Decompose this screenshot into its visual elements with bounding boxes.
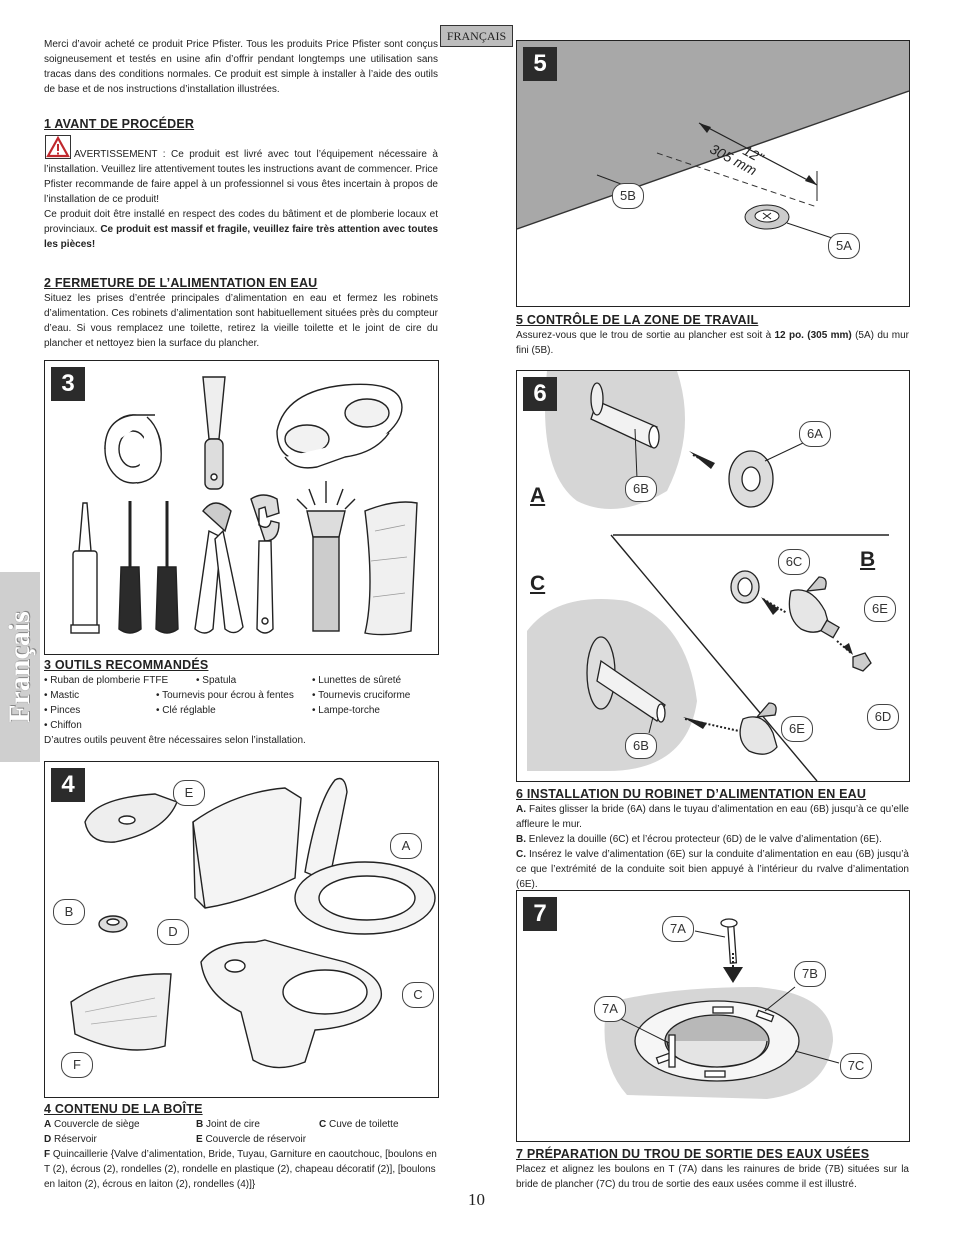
tools-note: D’autres outils peuvent être nécessaires… xyxy=(44,735,306,746)
tool-item: • Tournevis cruciforme xyxy=(312,690,411,701)
code-text: Ce produit doit être installé en respect… xyxy=(44,209,438,235)
figure-4-badge: 4 xyxy=(51,768,85,802)
section-5-text: Assurez-vous que le trou de sortie au pl… xyxy=(516,330,909,356)
flat-screwdriver-icon xyxy=(118,501,142,634)
fragile-warning: Ce produit est massif et fragile, veuill… xyxy=(44,224,439,250)
hardware-bag-icon xyxy=(70,973,172,1051)
callout-6c: 6C xyxy=(778,549,810,575)
side-language-tab: Français xyxy=(0,572,40,762)
putty-knife-icon xyxy=(202,376,226,490)
section-7-text: Placez et alignez les boulons en T (7A) … xyxy=(516,1164,909,1190)
figure-5-work-area: 5 12" 305 mm 5B 5A xyxy=(516,40,910,307)
section-2-text: Situez les prises d’entrée principales d… xyxy=(44,293,438,349)
step-c-text: C. Insérez le valve d’alimentation (6E) … xyxy=(516,849,909,890)
toilet-bowl-icon xyxy=(200,939,383,1069)
callout-7a-bolt: 7A xyxy=(662,916,694,942)
section-5-title: 5 CONTRÔLE DE LA ZONE DE TRAVAIL xyxy=(516,313,759,327)
ptfe-tape-icon xyxy=(104,414,162,484)
box-contents-list: A Couvercle de siège B Joint de cire C C… xyxy=(44,1117,438,1149)
callout-f: F xyxy=(61,1052,93,1078)
figure-6-badge: 6 xyxy=(523,377,557,411)
tank-icon xyxy=(192,787,302,909)
callout-c: C xyxy=(402,982,434,1008)
warning-icon xyxy=(45,135,71,159)
toilet-seat-icon xyxy=(294,777,436,935)
step-b-text: B. Enlevez la douille (6C) et l’écrou pr… xyxy=(516,834,882,845)
callout-7b: 7B xyxy=(794,961,826,987)
callout-6e-assembled: 6E xyxy=(781,716,813,742)
callout-b: B xyxy=(53,899,85,925)
tool-item: • Mastic xyxy=(44,690,80,701)
section-6-text: A. Faites glisser la bride (6A) dans le … xyxy=(516,802,909,892)
callout-d: D xyxy=(157,919,189,945)
adjustable-wrench-icon xyxy=(250,494,280,634)
content-item-f: F Quincaillerie {Valve d’alimentation, B… xyxy=(44,1149,437,1190)
callout-6b: 6B xyxy=(625,476,657,502)
content-item-e: E Couvercle de réservoir xyxy=(196,1134,307,1145)
floor-flange-icon xyxy=(744,204,790,230)
figure-4-box-contents: 4 xyxy=(44,761,439,1098)
side-tab-label: Français xyxy=(3,611,36,723)
page-number: 10 xyxy=(468,1190,485,1209)
callout-6d: 6D xyxy=(867,704,899,730)
callout-6e: 6E xyxy=(864,596,896,622)
section-1-title: 1 AVANT DE PROCÉDER xyxy=(44,117,195,131)
tool-item: • Ruban de plomberie FTFE xyxy=(44,675,169,686)
step-letter-a: A xyxy=(530,484,546,507)
figure-6-supply-valve: 6 A B C 6A 6B 6C 6E 6D 6E 6B xyxy=(516,370,910,782)
tool-item: • Lunettes de sûreté xyxy=(312,675,402,686)
callout-6a: 6A xyxy=(799,421,831,447)
tool-item: • Clé réglable xyxy=(156,705,216,716)
rag-icon xyxy=(364,501,418,636)
tools-list: • Ruban de plomberie FTFE • Spatula • Lu… xyxy=(44,673,438,733)
tool-item: • Spatula xyxy=(196,675,237,686)
content-item-d: D Réservoir xyxy=(44,1134,97,1145)
callout-6b-assembled: 6B xyxy=(625,733,657,759)
figure-7-badge: 7 xyxy=(523,897,557,931)
flashlight-icon xyxy=(296,481,356,632)
section-4-title: 4 CONTENU DE LA BOÎTE xyxy=(44,1102,203,1116)
content-item-b: B Joint de cire xyxy=(196,1119,260,1130)
pliers-icon xyxy=(194,502,244,634)
step-a-text: A. Faites glisser la bride (6A) dans le … xyxy=(516,804,909,830)
callout-7a: 7A xyxy=(594,996,626,1022)
tool-item: • Tournevis pour écrou à fentes xyxy=(156,690,294,701)
section-1-warning: AVERTISSEMENT : Ce produit est livré ave… xyxy=(44,147,438,207)
warning-text: AVERTISSEMENT : Ce produit est livré ave… xyxy=(44,149,438,205)
callout-e: E xyxy=(173,780,205,806)
tank-lid-icon xyxy=(84,793,178,843)
tool-item: • Pinces xyxy=(44,705,81,716)
section-6-title: 6 INSTALLATION DU ROBINET D’ALIMENTATION… xyxy=(516,787,867,801)
tool-item: • Lampe-torche xyxy=(312,705,380,716)
mastic-tube-icon xyxy=(70,502,100,634)
section-7-title: 7 PRÉPARATION DU TROU DE SORTIE DES EAUX… xyxy=(516,1147,870,1161)
callout-5a: 5A xyxy=(828,233,860,259)
content-item-c: C Cuve de toilette xyxy=(319,1119,399,1130)
figure-5-badge: 5 xyxy=(523,47,557,81)
callout-5b: 5B xyxy=(612,183,644,209)
phillips-screwdriver-icon xyxy=(155,501,179,634)
tool-item: • Chiffon xyxy=(44,720,82,731)
section-1-paragraph: Ce produit doit être installé en respect… xyxy=(44,207,438,252)
intro-paragraph: Merci d’avoir acheté ce produit Price Pf… xyxy=(44,39,438,95)
section-2-title: 2 FERMETURE DE L’ALIMENTATION EN EAU xyxy=(44,276,318,290)
figure-3-tools: 3 xyxy=(44,360,439,655)
callout-7c: 7C xyxy=(840,1053,872,1079)
step-letter-b: B xyxy=(860,548,876,571)
safety-goggles-icon xyxy=(276,383,403,469)
figure-7-flange: 7 7A 7B 7A 7C xyxy=(516,890,910,1142)
step-letter-c: C xyxy=(530,572,546,595)
wax-ring-icon xyxy=(98,915,128,933)
section-3-title: 3 OUTILS RECOMMANDÉS xyxy=(44,658,209,672)
language-tag: FRANÇAIS xyxy=(440,25,513,47)
callout-a: A xyxy=(390,833,422,859)
figure-3-badge: 3 xyxy=(51,367,85,401)
content-item-a: A Couvercle de siège xyxy=(44,1119,140,1130)
